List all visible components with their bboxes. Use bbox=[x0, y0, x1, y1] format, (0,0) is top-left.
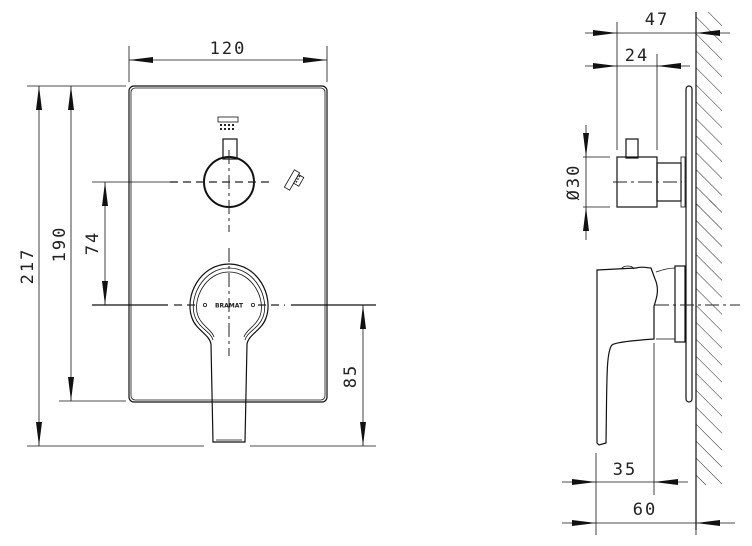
svg-text:217: 217 bbox=[18, 248, 38, 285]
svg-text:24: 24 bbox=[625, 46, 649, 66]
mixer-handle: BRAMAT bbox=[92, 248, 376, 443]
svg-text:190: 190 bbox=[50, 226, 70, 263]
brand-label: BRAMAT bbox=[215, 303, 244, 310]
hand-shower-icon bbox=[283, 169, 305, 191]
front-view: BRAMAT 120 217 bbox=[18, 39, 376, 447]
side-view: 47 24 Ø30 35 bbox=[562, 10, 740, 535]
diverter-side bbox=[613, 138, 686, 208]
svg-text:35: 35 bbox=[613, 460, 637, 480]
dim-plate-height: 190 bbox=[50, 86, 126, 402]
dim-overall-projection: 60 bbox=[562, 485, 735, 535]
mixer-handle-side bbox=[596, 265, 740, 495]
dim-diverter-diameter: Ø30 bbox=[564, 125, 610, 240]
svg-text:47: 47 bbox=[645, 10, 669, 30]
svg-text:120: 120 bbox=[210, 39, 247, 59]
overhead-shower-icon bbox=[217, 116, 239, 130]
dim-wall-to-diverter: 47 bbox=[585, 10, 730, 150]
svg-text:74: 74 bbox=[83, 231, 103, 255]
svg-text:Ø30: Ø30 bbox=[564, 164, 584, 201]
diverter-knob bbox=[170, 138, 272, 232]
dim-overall-height: 217 bbox=[18, 85, 376, 447]
wall-hatching bbox=[696, 12, 722, 207]
dim-handle-projection: 35 bbox=[562, 453, 688, 535]
dim-diverter-to-handle: 74 bbox=[83, 181, 178, 305]
svg-text:85: 85 bbox=[341, 364, 361, 388]
dim-handle-to-bottom: 85 bbox=[341, 305, 366, 446]
svg-text:60: 60 bbox=[633, 500, 657, 520]
cover-plate-side bbox=[685, 85, 693, 403]
dim-diverter-depth: 24 bbox=[585, 46, 690, 150]
dim-plate-width: 120 bbox=[128, 39, 328, 82]
cover-plate bbox=[128, 85, 328, 403]
